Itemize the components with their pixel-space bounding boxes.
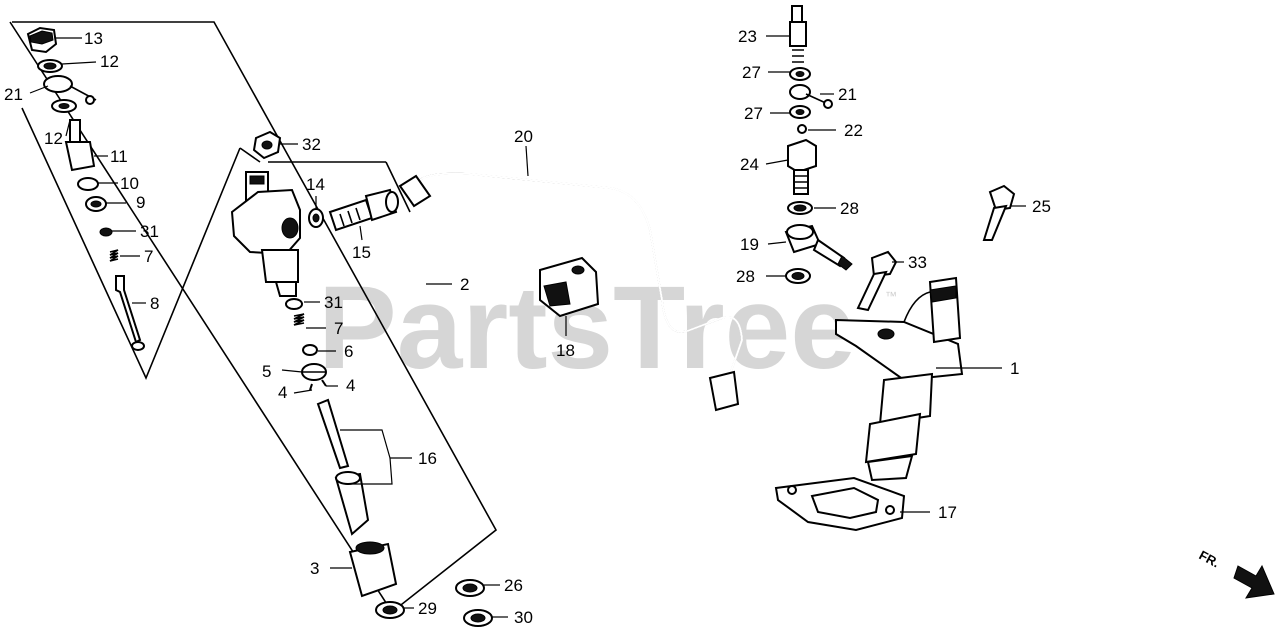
callout-4-left[interactable]: 4 [278,383,287,402]
callout-12-lower[interactable]: 12 [44,129,63,148]
bleed-screw-part[interactable] [789,5,807,63]
small-washer-part[interactable] [99,227,113,237]
nozzle-set-part[interactable] [316,398,370,536]
washer-28a-part[interactable] [787,201,813,215]
callout-11[interactable]: 11 [110,147,128,166]
watermark-trademark: ™ [885,289,897,303]
washer-30-part[interactable] [463,609,493,627]
callout-22[interactable]: 22 [844,121,863,140]
nut-32-part[interactable] [252,130,282,160]
clamp-18-part[interactable] [539,256,600,318]
callout-25[interactable]: 25 [1032,197,1051,216]
callout-13[interactable]: 13 [84,29,103,48]
cap-nut-part[interactable] [26,26,58,54]
washer-27a-part[interactable] [789,67,811,81]
fuel-pipe-part[interactable] [398,172,744,412]
callout-18[interactable]: 18 [556,341,575,360]
injection-pump-part[interactable] [835,276,964,482]
callout-26[interactable]: 26 [504,576,523,595]
callout-2[interactable]: 2 [460,275,469,294]
callout-10[interactable]: 10 [120,174,139,193]
callout-15[interactable]: 15 [352,243,371,262]
callout-7-middle[interactable]: 7 [334,319,343,338]
callout-24[interactable]: 24 [740,155,759,174]
callout-16[interactable]: 16 [418,449,437,468]
callout-32[interactable]: 32 [302,135,321,154]
washer-lower-part[interactable] [51,99,77,113]
callout-20[interactable]: 20 [514,127,533,146]
injector-group-outline [9,21,498,614]
seal-part[interactable] [85,196,107,212]
callout-12[interactable]: 12 [100,52,119,71]
callout-30[interactable]: 30 [514,608,533,627]
callout-3[interactable]: 3 [310,559,319,578]
callout-1[interactable]: 1 [1010,359,1019,378]
callout-8[interactable]: 8 [150,294,159,313]
banjo-21-part[interactable] [789,84,833,109]
bolt-25-part[interactable] [982,184,1016,241]
front-direction-arrow-icon: FR. [1197,547,1275,599]
callout-31[interactable]: 31 [140,222,159,241]
ball-22-part[interactable] [797,124,807,134]
spring-part[interactable] [109,249,119,262]
callout-4-right[interactable]: 4 [346,376,355,395]
washer-14-part[interactable] [308,208,324,228]
callout-17[interactable]: 17 [938,503,957,522]
front-direction-label: FR. [1197,547,1223,570]
callout-31-middle[interactable]: 31 [324,293,343,312]
callout-7[interactable]: 7 [144,247,153,266]
leader-lines [29,35,1026,618]
callout-27-lower[interactable]: 27 [744,104,763,123]
callout-23[interactable]: 23 [738,27,757,46]
o-ring-part[interactable] [77,177,99,191]
fitting-15-part[interactable] [328,188,399,232]
callout-21-right[interactable]: 21 [838,85,857,104]
callout-19[interactable]: 19 [740,235,759,254]
nozzle-holder-part[interactable] [348,541,398,598]
washer-27b-part[interactable] [789,105,811,119]
callout-29[interactable]: 29 [418,599,437,618]
callout-14[interactable]: 14 [306,175,325,194]
callout-5[interactable]: 5 [262,362,271,381]
callout-6[interactable]: 6 [344,342,353,361]
washer-part[interactable] [37,59,63,73]
callout-21[interactable]: 21 [4,85,23,104]
injector-body-part[interactable] [230,171,301,297]
washer-28b-part[interactable] [785,268,811,284]
callout-28-lower[interactable]: 28 [736,267,755,286]
washer-26-part[interactable] [455,579,485,597]
callout-9[interactable]: 9 [136,193,145,212]
banjo-fitting-part[interactable] [43,75,97,105]
callout-33[interactable]: 33 [908,253,927,272]
rod-part[interactable] [115,275,145,351]
callout-labels: 13 12 21 12 11 10 9 31 7 8 32 14 15 2 31… [4,27,1051,627]
callout-27[interactable]: 27 [742,63,761,82]
bolt-33-part[interactable] [856,250,898,312]
callout-28[interactable]: 28 [840,199,859,218]
gasket-17-part[interactable] [774,476,906,532]
bolt-part[interactable] [64,119,96,172]
hollow-bolt-24-part[interactable] [787,138,817,195]
washer-29-part[interactable] [375,601,405,619]
banjo-19-part[interactable] [784,224,853,271]
